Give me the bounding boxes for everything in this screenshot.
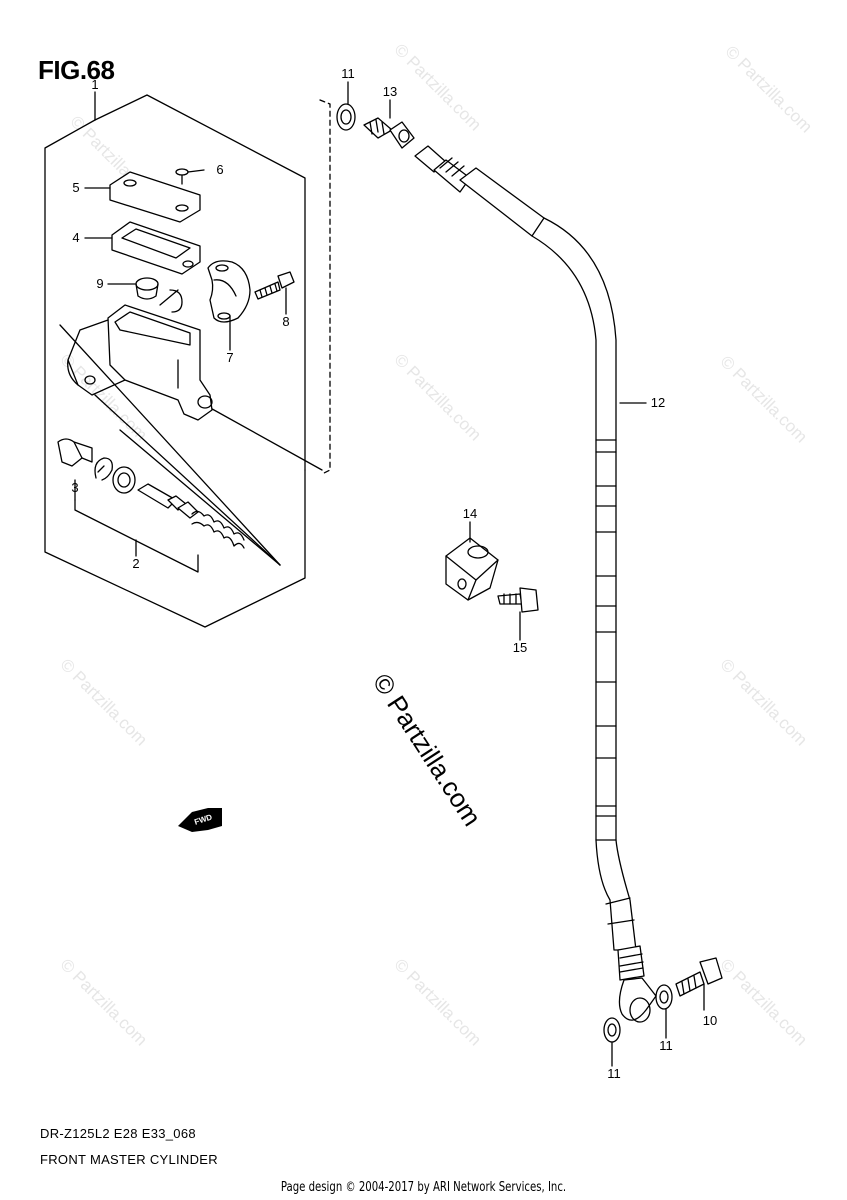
callout-1: 1 <box>91 77 98 92</box>
diaphragm-plate <box>111 221 201 275</box>
brake-hose <box>531 217 637 951</box>
piston-set <box>137 483 245 549</box>
figure-title: FIG.68 <box>38 55 115 85</box>
callout-11-right: 11 <box>659 1038 673 1053</box>
clamp-bolt <box>254 271 295 300</box>
boot <box>135 277 159 300</box>
callout-3: 3 <box>71 480 78 495</box>
callout-7: 7 <box>226 350 233 365</box>
top-washer <box>336 103 356 131</box>
callout-14: 14 <box>463 506 477 521</box>
guide-line <box>319 99 331 475</box>
callout-12: 12 <box>651 395 665 410</box>
hose-fitting-top <box>414 145 545 237</box>
model-code: DR-Z125L2 E28 E33_068 <box>40 1126 196 1141</box>
cap-screw <box>175 168 189 185</box>
reservoir-cap <box>109 171 201 223</box>
clamp-bolt-small <box>497 587 539 613</box>
piston-boot <box>57 438 93 467</box>
assembly-box <box>44 119 306 628</box>
callout-11-bottom: 11 <box>607 1066 621 1081</box>
hose-fitting-bottom <box>617 945 657 1023</box>
callout-8: 8 <box>282 314 289 329</box>
washer <box>112 466 136 494</box>
callout-4: 4 <box>72 230 79 245</box>
callout-6: 6 <box>216 162 223 177</box>
callout-13: 13 <box>383 84 397 99</box>
holder-clamp <box>207 260 251 323</box>
hose-clamp <box>445 537 499 601</box>
assembly-name: FRONT MASTER CYLINDER <box>40 1152 218 1167</box>
fwd-arrow-icon <box>178 808 222 832</box>
circlip <box>94 457 113 481</box>
callout-11-top: 11 <box>341 66 355 81</box>
callout-10: 10 <box>703 1013 717 1028</box>
callout-5: 5 <box>72 180 79 195</box>
callout-2: 2 <box>132 556 139 571</box>
callout-15: 15 <box>513 640 527 655</box>
bottom-washer-left <box>603 1017 621 1043</box>
union-bolt-bottom <box>675 957 723 997</box>
callout-9: 9 <box>96 276 103 291</box>
master-cylinder-body <box>67 289 213 421</box>
bottom-washer-right <box>655 984 673 1010</box>
union-bolt-top <box>363 117 415 149</box>
page-credit: Page design © 2004-2017 by ARI Network S… <box>280 1180 567 1195</box>
assembly-box <box>94 94 306 471</box>
